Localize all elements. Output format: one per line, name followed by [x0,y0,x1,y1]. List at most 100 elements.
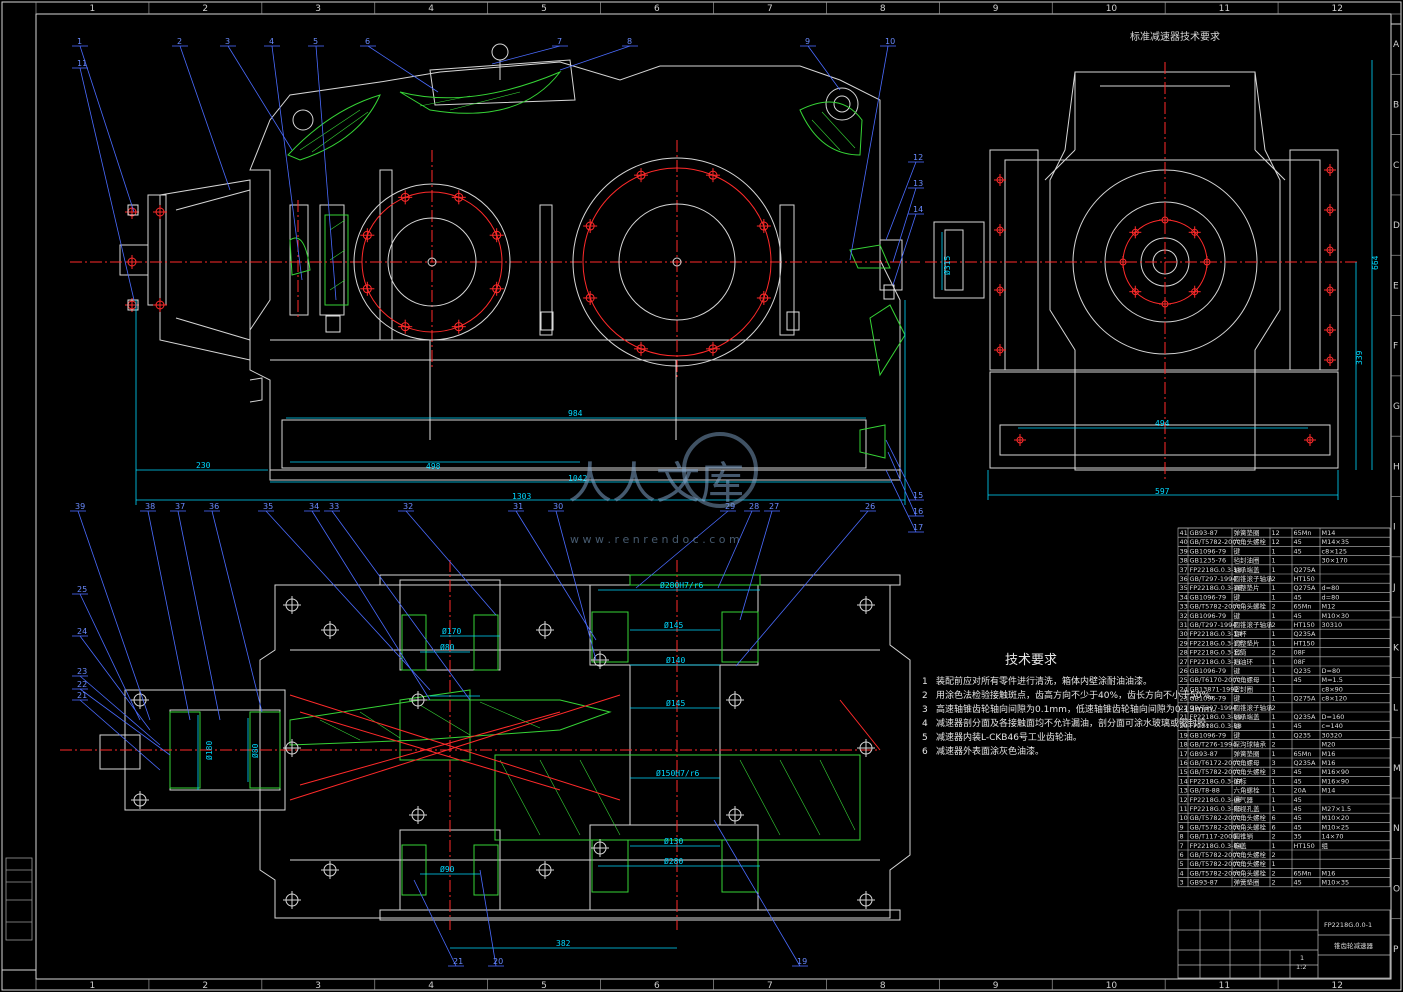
leader-line [147,510,191,721]
callout-number: 30 [553,502,563,511]
requirement-text: 高速轴锥齿轮轴向间隙为0.1mm，低速轴锥齿轮轴向间隙为0.13mm。 [936,703,1221,715]
bom-cell: 6 [1180,851,1184,859]
front-dim-984: 984 [568,409,583,418]
bom-cell: FP2218G.0.3-04 [1190,842,1242,850]
leader-line [739,510,773,621]
grid-row-right: J [1392,583,1396,593]
grid-row-right: D [1393,221,1400,231]
bom-cell: GB/T5782-2000 [1190,538,1241,546]
callout-number: 35 [263,502,273,511]
leader-line [331,510,471,701]
bom-cell: 65Mn [1294,529,1312,537]
callout-number: 36 [209,502,219,511]
leader-line [79,45,135,213]
bom-cell: 1 [1272,842,1276,850]
bom-cell: 08F [1294,649,1306,657]
bom-cell: M10×30 [1322,612,1350,620]
bom-cell: 1 [1272,695,1276,703]
grid-row-right: O [1393,885,1400,895]
bom-cell: 键 [1234,611,1241,620]
leader-line [717,510,753,589]
bom-cell: 套杯 [1234,629,1248,638]
grid-col-top: 10 [1106,4,1118,14]
leader-line [79,67,135,301]
top-dim-150h7: Ø150H7/r6 [656,768,700,778]
bom-cell: 2 [1272,704,1276,712]
bom-cell: 1 [1272,731,1276,739]
bom-cell: M10×20 [1322,814,1350,822]
bom-cell: GB/T8-88 [1190,787,1220,795]
bom-cell: 32 [1180,612,1188,620]
bom-cell: M=1.5 [1322,676,1343,684]
title-block [1177,909,1391,979]
grid-row-right: B [1393,100,1399,110]
bom-cell: M16 [1322,759,1336,767]
bom-cell: 12 [1180,796,1188,804]
bom-cell: 2 [1272,869,1276,877]
bom-cell: M10×35 [1322,879,1350,887]
bom-cell: 45 [1294,722,1302,730]
leader-line [77,510,151,721]
bom-cell: 30320 [1322,731,1343,739]
requirement-text: 装配前应对所有零件进行清洗，箱体内壁涂耐油油漆。 [936,675,1152,687]
bom-cell: 1 [1272,777,1276,785]
bom-cell: M16 [1322,750,1336,758]
top-view: Ø280H7/r6 Ø145 Ø140 Ø145 Ø150H7/r6 Ø130 … [60,502,911,967]
bom-cell: FP2218G.0.3-16 [1190,584,1242,592]
side-dim-597: 597 [1155,487,1170,496]
grid-col-bottom: 12 [1332,981,1343,991]
leader-line [479,869,497,967]
leader-line [271,45,303,281]
grid-col-bottom: 2 [202,981,208,991]
top-dim-130: Ø130 [664,836,683,846]
grid-row-right: I [1393,523,1396,533]
grid-col-bottom: 10 [1106,981,1118,991]
leader-line [79,699,161,771]
side-view-title: 标准减速器技术要求 [1130,30,1220,43]
bom-cell: D=80 [1322,667,1341,675]
bom-cell: 17 [1180,750,1188,758]
bom-cell: c8×120 [1322,695,1348,703]
bom-cell: GB/T297-1994 [1190,704,1237,712]
bom-cell: 25 [1180,676,1188,684]
requirement-number: 4 [922,719,928,729]
bom-cell: 2 [1272,879,1276,887]
bom-cell: 45 [1294,547,1302,555]
bom-cell: 7 [1180,842,1184,850]
bom-cell: 08F [1294,658,1306,666]
bom-cell: 45 [1294,777,1302,785]
bom-cell: 12 [1272,529,1280,537]
bom-cell: 挡油环 [1234,657,1254,666]
bom-cell: 1 [1272,722,1276,730]
leader-line [491,45,561,65]
bom-cell: 圆锥销 [1234,832,1254,841]
bom-cell: M20 [1322,741,1336,749]
bom-cell: 45 [1294,676,1302,684]
bom-cell: FP2218G.0.3-09 [1190,713,1242,721]
bom-cell: 1 [1272,557,1276,565]
bom-cell: 65Mn [1294,750,1312,758]
bom-cell: 21 [1180,713,1188,721]
leader-line [807,45,841,91]
bom-cell: 调整垫片 [1234,583,1260,592]
bom-cell: 34 [1180,593,1188,601]
bom-cell: 41 [1180,529,1188,537]
bom-cell: 45 [1294,768,1302,776]
bom-cell: 15 [1180,768,1188,776]
bom-cell: GB/T5782-2000 [1190,603,1241,611]
bom-cell: M10×25 [1322,823,1350,831]
bom-cell: 弹簧垫圈 [1234,749,1260,758]
bom-cell: 3 [1272,768,1276,776]
leader-line [515,510,597,641]
bom-cell: FP2218G.0.3-11 [1190,658,1242,666]
bom-cell: 38 [1180,557,1188,565]
title-scale: 1:2 [1296,963,1306,971]
bom-cell: 1 [1272,658,1276,666]
callout-number: 34 [309,502,319,511]
bom-cell: GB/T5782-2000 [1190,768,1241,776]
callout-number: 28 [749,502,759,511]
leader-line [367,45,439,93]
bom-cell: 13 [1180,787,1188,795]
